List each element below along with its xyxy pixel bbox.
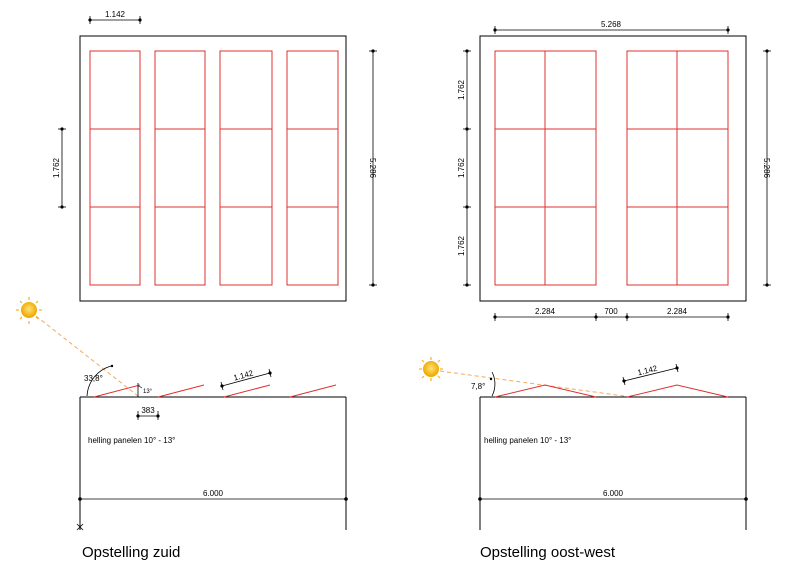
origin-cross-icon [76, 523, 84, 531]
south-dim-roof-label: 6.000 [203, 489, 224, 498]
south-dim-right-label: 5.286 [368, 158, 377, 179]
south-caption: Opstelling zuid [82, 544, 181, 561]
ew-dim-bottom [493, 313, 730, 321]
ew-section-panels [494, 384, 729, 398]
ew-panels [494, 50, 729, 286]
south-section [79, 396, 347, 530]
ew-dim-bottom-left-label: 2.284 [535, 307, 556, 316]
south-dim-panel-length [220, 368, 272, 391]
south-dim-left-label: 1.762 [52, 157, 61, 178]
south-panels [89, 50, 339, 286]
ew-dim-right-label: 5.286 [762, 158, 771, 179]
south-panel-column-1 [89, 50, 141, 286]
ew-dim-panel-length [622, 363, 679, 386]
ew-caption: Opstelling oost-west [480, 544, 616, 561]
south-sun-icon [16, 297, 42, 324]
ew-dim-left-1-label: 1.762 [457, 79, 466, 100]
south-dim-left [58, 127, 66, 209]
south-sun-angle-arc [86, 365, 112, 397]
south-dim-right [369, 49, 377, 287]
ew-angle-dot [489, 377, 493, 381]
south-panel-column-3 [219, 50, 273, 286]
south-dim-roof [78, 494, 348, 504]
ew-dim-left-2-label: 1.762 [457, 157, 466, 178]
south-note: helling panelen 10° - 13° [88, 436, 175, 445]
ew-sun-angle-arc [491, 371, 496, 397]
ew-dim-roof-label: 6.000 [603, 489, 624, 498]
ew-note: helling panelen 10° - 13° [484, 436, 571, 445]
ew-sun-angle-label: 7,8° [471, 382, 485, 391]
south-roof-outline [79, 35, 347, 302]
south-panel-column-4 [286, 50, 339, 286]
south-angle-dot [110, 364, 114, 368]
ew-sun-icon [419, 357, 443, 381]
ew-section [479, 396, 747, 530]
south-sun-ray [35, 315, 139, 397]
ew-dim-right [763, 49, 771, 287]
south-section-panels [93, 384, 337, 398]
ew-panel-block-left [494, 50, 597, 286]
south-panel-angle-arc [137, 385, 143, 389]
ew-dim-bottom-gap-label: 700 [604, 307, 618, 316]
south-dim-top [88, 16, 142, 24]
ew-dim-left-3-label: 1.762 [457, 235, 466, 256]
ew-dim-top-label: 5.268 [601, 20, 622, 29]
ew-dim-top [493, 26, 730, 34]
ew-sun-ray [439, 370, 625, 397]
south-sun-angle-label: 33,8° [84, 374, 103, 383]
ew-dim-left [463, 49, 471, 287]
ew-panel-block-right [626, 50, 729, 286]
south-panel-angle-label: 13° [143, 389, 153, 395]
ew-dim-roof [478, 494, 748, 504]
south-plan [79, 35, 347, 302]
south-panel-column-2 [154, 50, 206, 286]
ew-dim-bottom-right-label: 2.284 [667, 307, 688, 316]
south-dim-spacing-label: 383 [141, 406, 155, 415]
south-dim-top-label: 1.142 [105, 10, 126, 19]
south-dim-spacing [136, 411, 160, 420]
ew-roof-outline [479, 35, 747, 302]
